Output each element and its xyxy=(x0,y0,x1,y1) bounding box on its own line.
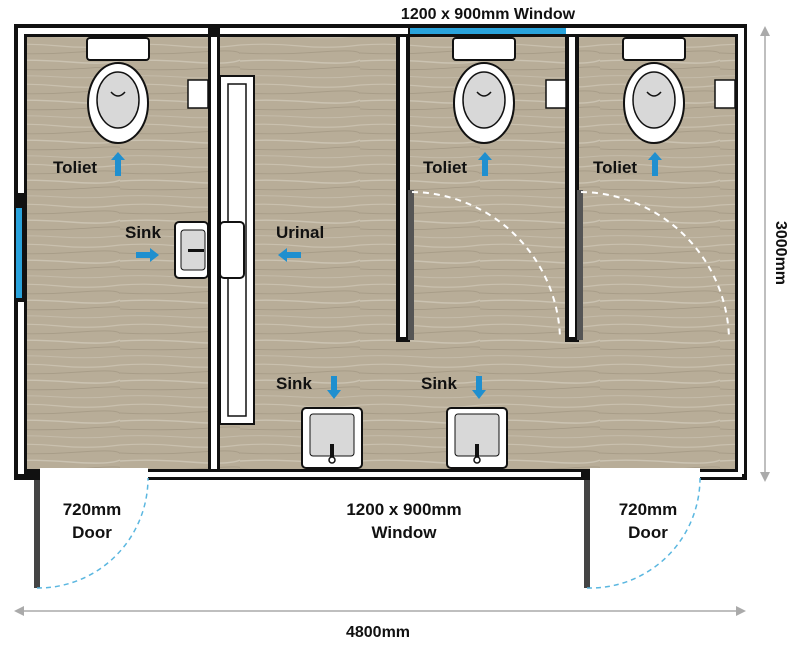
bottom-wall-inner-mid xyxy=(148,472,581,477)
bottom-window-label-1: 1200 x 900mm xyxy=(346,500,461,519)
bottom-dimension-line xyxy=(14,606,746,616)
right-wall-inner xyxy=(738,28,744,474)
top-window-label: 1200 x 900mm Window xyxy=(401,6,576,23)
partition-right-door-post xyxy=(577,190,583,340)
side-dimension-label: 3000mm xyxy=(772,221,789,285)
arrow-urinal xyxy=(278,248,301,262)
sink-bottom-left xyxy=(301,407,363,469)
top-wall-inner-mid xyxy=(220,28,408,34)
right-door-leaf xyxy=(584,480,590,588)
partition-right-inner xyxy=(569,37,575,337)
sink-urinal-wall xyxy=(219,221,245,279)
paper-holder-left xyxy=(187,79,209,109)
arrow-toilet-right xyxy=(648,152,662,176)
left-window xyxy=(16,208,22,298)
side-dimension-line xyxy=(760,26,770,482)
left-wall-inner xyxy=(18,28,24,193)
left-door-opening xyxy=(40,468,148,482)
top-wall-inner-right xyxy=(566,28,742,34)
arrow-sink-bottom-right xyxy=(472,376,486,399)
label-sink-left: Sink xyxy=(125,223,161,242)
door-left-label-1: 720mm xyxy=(63,500,122,519)
label-sink-bottom-left: Sink xyxy=(276,374,312,393)
bottom-wall-inner-right xyxy=(700,472,742,477)
center-wall-inner xyxy=(211,37,217,469)
toilet-left xyxy=(86,37,150,144)
label-urinal: Urinal xyxy=(276,223,324,242)
center-cubicle-swing xyxy=(411,191,561,339)
door-left-label-2: Door xyxy=(72,523,112,542)
left-wall-inner-low xyxy=(18,302,24,474)
partition-center-inner xyxy=(400,37,406,337)
right-door-opening xyxy=(590,468,700,482)
top-wall-inner-left xyxy=(18,28,208,34)
label-toilet-center: Toliet xyxy=(423,158,467,177)
arrow-sink-left xyxy=(136,248,159,262)
right-cubicle-swing xyxy=(580,191,730,339)
arrow-toilet-left xyxy=(111,152,125,176)
door-right-label-1: 720mm xyxy=(619,500,678,519)
center-cubicle-opening xyxy=(395,342,411,469)
label-sink-bottom-right: Sink xyxy=(421,374,457,393)
top-window xyxy=(410,28,566,34)
toilet-right xyxy=(622,37,686,144)
arrow-toilet-center xyxy=(478,152,492,176)
right-cubicle-opening xyxy=(564,342,580,469)
paper-holder-right xyxy=(714,79,736,109)
sink-bottom-right xyxy=(446,407,508,469)
label-toilet-left: Toliet xyxy=(53,158,97,177)
bottom-dimension-label: 4800mm xyxy=(346,624,410,641)
toilet-center xyxy=(452,37,516,144)
paper-holder-center xyxy=(545,79,567,109)
door-right-label-2: Door xyxy=(628,523,668,542)
sink-left-wall xyxy=(174,221,209,279)
bottom-window-label-2: Window xyxy=(372,523,438,542)
label-toilet-right: Toliet xyxy=(593,158,637,177)
partition-center-door-post xyxy=(408,190,414,340)
direction-arrows xyxy=(111,152,662,399)
left-door-leaf xyxy=(34,480,40,588)
arrow-sink-bottom-left xyxy=(327,376,341,399)
